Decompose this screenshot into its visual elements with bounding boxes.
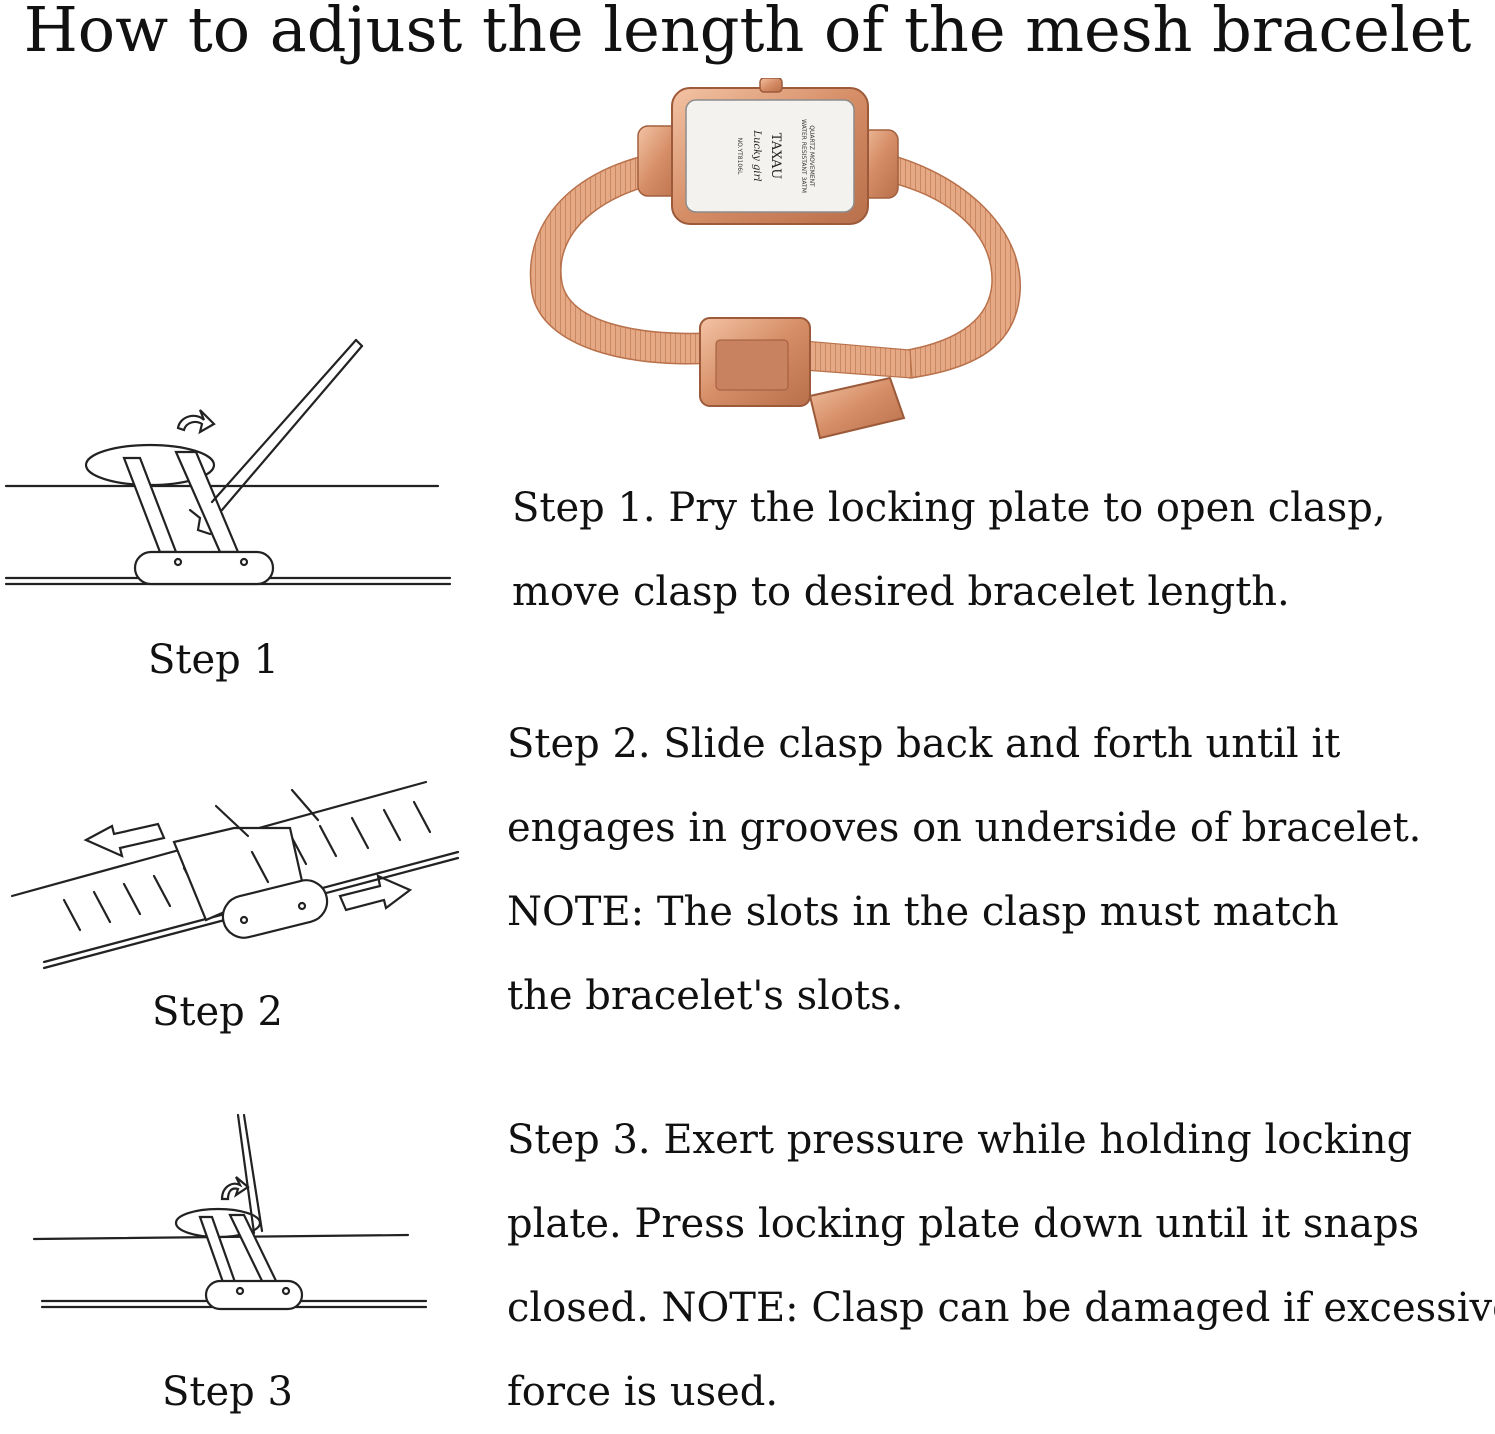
step3-caption: Step 3 <box>162 1369 293 1415</box>
step3-diagram <box>0 1105 440 1320</box>
step1-line: move clasp to desired bracelet length. <box>512 569 1290 615</box>
mesh-watch-image: TAXAU Lucky girl QUARTZ MOVEMENT WATER R… <box>520 77 1040 448</box>
watch-dial-script: Lucky girl <box>751 129 762 181</box>
step2-line: Step 2. Slide clasp back and forth until… <box>507 721 1341 767</box>
step2-line: NOTE: The slots in the clasp must match <box>507 889 1339 935</box>
step3-line: Step 3. Exert pressure while holding loc… <box>507 1117 1413 1163</box>
step3-instructions: Step 3. Exert pressure while holding loc… <box>507 1098 1495 1434</box>
step1-caption: Step 1 <box>148 637 279 683</box>
step1-diagram <box>0 330 460 600</box>
step2-diagram <box>0 770 470 980</box>
watch-brand: TAXAU <box>768 133 783 180</box>
watch-dial-line1: QUARTZ MOVEMENT <box>808 125 815 187</box>
step3-line: force is used. <box>507 1369 779 1415</box>
step2-instructions: Step 2. Slide clasp back and forth until… <box>507 702 1421 1038</box>
step1-line: Step 1. Pry the locking plate to open cl… <box>512 485 1386 531</box>
step2-line: engages in grooves on underside of brace… <box>507 805 1422 851</box>
watch-model: NO.YT8106L <box>736 138 743 175</box>
watch-dial-line2: WATER RESISTANT 3ATM <box>800 119 807 193</box>
step1-instructions: Step 1. Pry the locking plate to open cl… <box>512 466 1386 634</box>
step3-line: plate. Press locking plate down until it… <box>507 1201 1420 1247</box>
step3-line: closed. NOTE: Clasp can be damaged if ex… <box>507 1285 1495 1331</box>
page-title: How to adjust the length of the mesh bra… <box>23 0 1472 66</box>
step2-line: the bracelet's slots. <box>507 973 904 1019</box>
step2-caption: Step 2 <box>152 989 283 1035</box>
